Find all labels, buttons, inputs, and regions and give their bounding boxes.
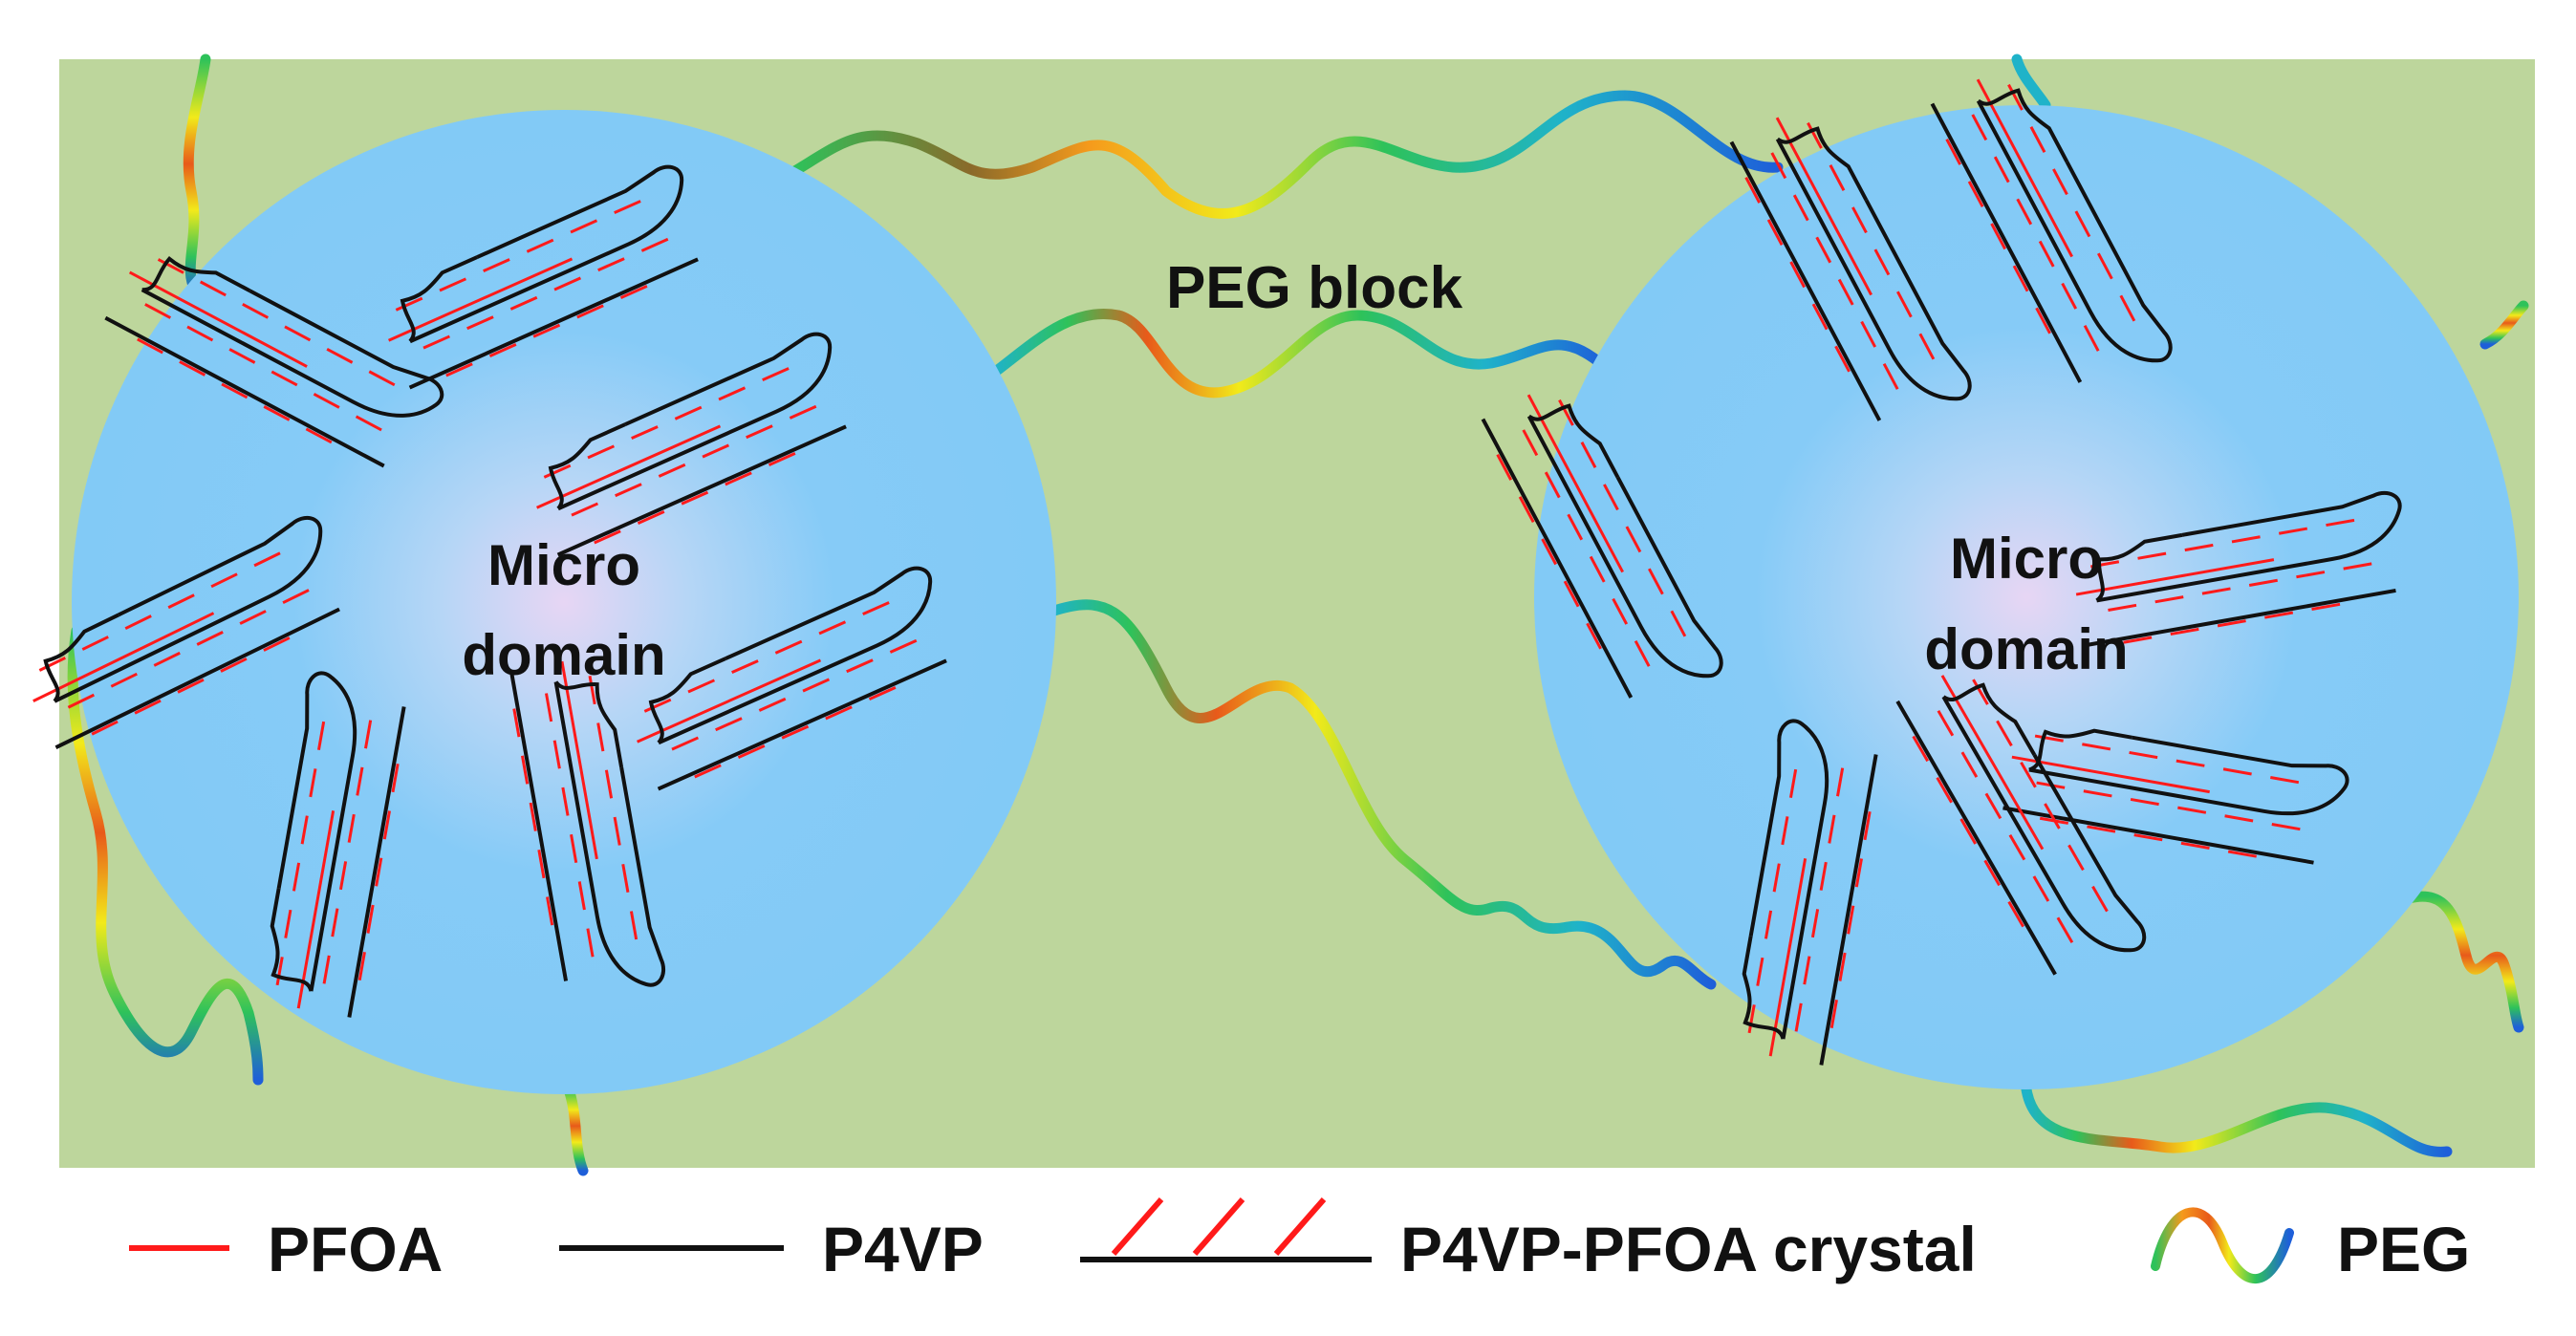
peg-chains: [67, 54, 2529, 1176]
microdomain-left: Micro domain: [12, 110, 1056, 1094]
microdomain-left-core: [72, 110, 1056, 1094]
peg-chain-right-side: [2479, 300, 2529, 350]
legend-pfoa-label: PFOA: [268, 1214, 443, 1284]
legend-item-peg: PEG: [2151, 1207, 2470, 1284]
peg-chain-right-top: [2011, 54, 2051, 111]
peg-chain-right-dangling: [2403, 891, 2524, 1033]
legend-crystal-label: P4VP-PFOA crystal: [1400, 1214, 1977, 1284]
microdomain-left-label-line2: domain: [462, 623, 665, 687]
legend-crystal-side-chains: [1111, 1197, 1327, 1256]
peg-chain-top: [788, 90, 1784, 219]
legend-peg-label: PEG: [2337, 1214, 2470, 1284]
microdomain-right-label-line2: domain: [1924, 617, 2128, 681]
legend-item-pfoa: PFOA: [129, 1214, 443, 1284]
microdomain-right: Micro domain: [1480, 57, 2519, 1089]
legend-item-p4vp: P4VP: [559, 1214, 984, 1284]
peg-chain-left-bottom: [67, 625, 264, 1086]
peg-chain-bottom: [1046, 599, 1717, 990]
peg-chain-left-top: [183, 54, 211, 297]
legend-peg-swatch: [2151, 1207, 2294, 1284]
legend-item-crystal: P4VP-PFOA crystal: [1080, 1197, 1977, 1284]
peg-block-label: PEG block: [1166, 255, 1463, 321]
peg-chain-left-stub: [563, 1084, 589, 1176]
microdomain-left-label-line1: Micro: [487, 533, 640, 597]
microdomain-right-label-line1: Micro: [1950, 527, 2103, 591]
legend: PFOA P4VP P4VP-PFOA crystal PEG: [129, 1197, 2470, 1284]
peg-chain-middle: [988, 309, 1612, 399]
microdomain-right-core: [1534, 105, 2519, 1089]
legend-p4vp-label: P4VP: [822, 1214, 984, 1284]
peg-chain-right-bottom: [2021, 1084, 2453, 1157]
